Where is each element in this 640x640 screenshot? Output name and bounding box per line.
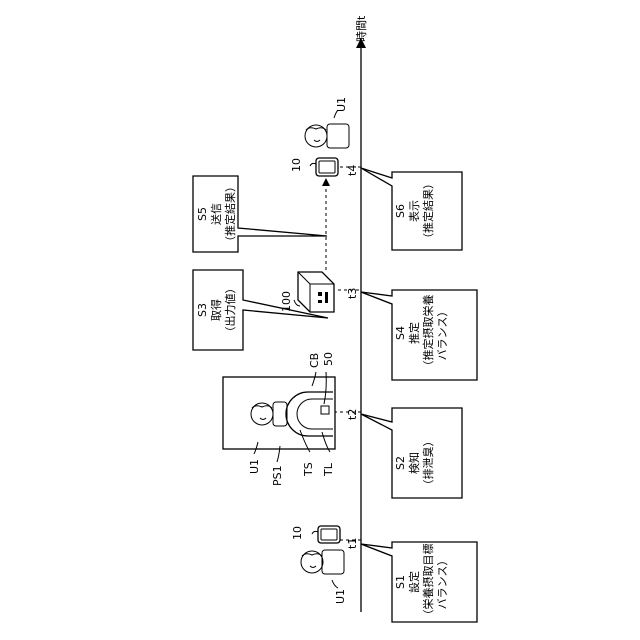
user-bottom-leader	[332, 580, 338, 588]
callout-s4: S4 推定 （推定摂取栄養 バランス）	[361, 290, 477, 380]
sensor-label: 50	[322, 352, 335, 366]
callout-s5-line-1: S5	[196, 207, 209, 221]
toilet-label: TL	[322, 462, 335, 477]
user-bottom-label: U1	[334, 589, 347, 604]
callout-s6: S6 表示 （推定結果）	[361, 168, 462, 250]
callout-s3-line-2: 取得	[210, 299, 223, 321]
bowl-label: CB	[308, 353, 321, 368]
terminal-top-leader	[310, 163, 316, 166]
callout-s1: S1 設定 （栄養摂取目標 バランス）	[361, 542, 477, 622]
callout-s3-line-1: S3	[196, 303, 209, 317]
terminal-top-icon	[316, 158, 338, 176]
callout-s3-line-3: （出力値）	[223, 283, 237, 338]
callout-s6-line-1: S6	[394, 204, 407, 218]
callout-s4-line-1: S4	[394, 326, 407, 340]
callout-s2: S2 検知 （排泄臭）	[361, 408, 462, 498]
callout-s2-line-2: 検知	[407, 452, 421, 474]
user-top-label: U1	[335, 97, 348, 112]
toilet-seat-label: TS	[302, 462, 315, 477]
terminal-bottom-icon	[318, 526, 340, 543]
callout-s5-line-2: 送信	[209, 203, 223, 225]
data-flow-arrow	[322, 178, 330, 270]
time-axis	[356, 38, 366, 612]
user-bottom-icon	[301, 550, 344, 574]
callout-s4-line-3: （推定摂取栄養	[421, 295, 435, 372]
time-mark-t3: t3	[346, 288, 359, 299]
time-tick-t4: t4	[340, 165, 361, 176]
terminal-bottom-leader	[312, 531, 318, 534]
user-in-toilet-label: U1	[248, 459, 261, 474]
callout-s1-line-1: S1	[394, 575, 407, 589]
terminal-top-label: 10	[290, 158, 303, 172]
callout-s6-line-2: 表示	[407, 200, 421, 222]
time-tick-t2: t2	[334, 409, 361, 420]
server-label: 100	[280, 291, 293, 312]
time-mark-t2: t2	[346, 409, 359, 420]
toilet-space-box	[223, 377, 335, 449]
callout-s6-line-3: （推定結果）	[421, 178, 435, 244]
time-tick-t1: t1	[340, 538, 361, 549]
callout-s1-line-4: バランス）	[436, 555, 449, 610]
callout-s4-line-4: バランス）	[436, 306, 449, 361]
callout-s4-line-2: 推定	[407, 322, 421, 344]
axis-label: 時間t	[355, 15, 368, 42]
callout-s5-line-3: （推定結果）	[223, 181, 237, 247]
time-mark-t1: t1	[346, 538, 359, 549]
callout-s2-line-3: （排泄臭）	[421, 436, 435, 491]
time-mark-t4: t4	[346, 165, 359, 176]
terminal-bottom-label: 10	[291, 526, 304, 540]
callout-s5: S5 送信 （推定結果）	[193, 176, 327, 252]
toilet-space-label: PS1	[271, 465, 284, 486]
time-tick-t3: t3	[338, 288, 361, 299]
user-top-icon	[305, 124, 349, 148]
callout-s1-line-3: （栄養摂取目標	[421, 544, 435, 621]
server-icon	[298, 272, 334, 312]
callout-s1-line-2: 設定	[407, 571, 421, 593]
callout-s2-line-1: S2	[394, 456, 407, 470]
